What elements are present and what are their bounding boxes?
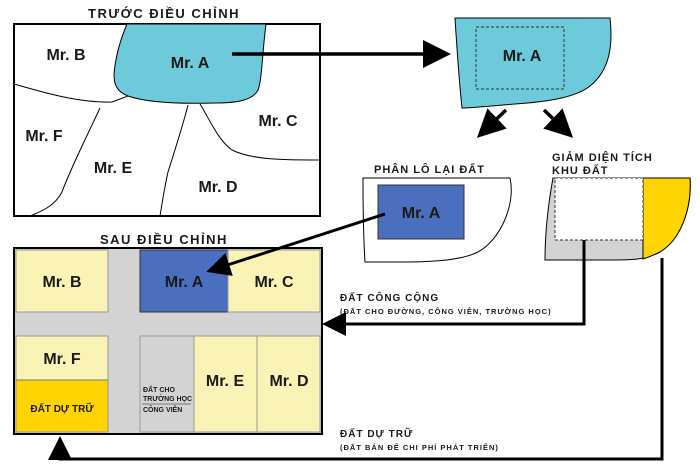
before-map: Mr. B Mr. A Mr. F Mr. E Mr. C Mr. D [13,23,321,217]
after-owner-e: Mr. E [206,373,245,390]
before-owner-c: Mr. C [258,113,298,130]
extracted-parcel: Mr. A [454,17,612,109]
replot-title: PHÂN LÔ LẠI ĐẤT [374,163,485,176]
after-plot-b [15,249,109,313]
before-owner-b: Mr. B [46,47,85,64]
after-plot-f [15,335,109,381]
replot-plot-a [377,184,465,240]
after-owner-d: Mr. D [269,373,308,390]
after-owner-f: Mr. F [43,351,81,368]
replot-owner-a: Mr. A [402,205,441,222]
after-plot-d [256,335,321,433]
reduce-parcel [544,177,691,261]
public-land-note: (ĐẤT CHO ĐƯỜNG, CÔNG VIÊN, TRƯỜNG HỌC) [340,306,552,316]
arrow-reserve-land [48,258,664,461]
after-owner-c: Mr. C [254,274,294,291]
after-school-park-line2: TRƯỜNG HỌC [143,394,192,403]
after-reserve-label: ĐẤT DỰ TRỮ [30,402,94,415]
after-plot-reserve [15,379,109,433]
after-school-park-line3: CÔNG VIÊN [143,405,182,414]
after-title: SAU ĐIỀU CHỈNH [100,232,228,247]
before-owner-d: Mr. D [198,179,237,196]
public-land-title: ĐẤT CÔNG CỘNG [340,291,439,304]
before-boundary-ed [159,104,189,217]
after-plot-school-park [139,335,195,433]
after-owner-a: Mr. A [165,274,204,291]
before-owner-f: Mr. F [25,128,63,145]
before-owner-a: Mr. A [171,55,210,72]
extracted-parcel-shape [454,17,612,109]
after-owner-b: Mr. B [42,274,81,291]
reduce-title-line2: KHU ĐẤT [552,164,609,177]
reduce-parcel-reserve [642,177,691,260]
before-title: TRƯỚC ĐIỀU CHỈNH [88,6,240,21]
arrow-to-after-a [206,212,386,276]
after-plot-e [193,335,258,433]
before-boundary-cd [199,103,321,161]
arrow-to-replot [476,108,508,138]
after-school-park-line1: ĐẤT CHO [143,384,175,394]
after-map: Mr. B Mr. A Mr. C Mr. F Mr. E Mr. D ĐẤT … [13,247,323,435]
before-boundary-bf [13,83,129,103]
arrow-public-land [322,240,586,336]
extracted-owner-a: Mr. A [503,48,542,65]
before-owner-e: Mr. E [94,160,133,177]
reserve-land-note: (ĐẤT BÁN ĐỂ CHI PHÍ PHÁT TRIỂN) [340,442,499,452]
reduce-parcel-remaining [554,177,644,241]
reduce-title-line1: GIẢM DIỆN TÍCH [552,151,653,164]
before-boundary-fe [29,107,101,217]
replot-parcel: Mr. A [362,177,512,263]
arrow-to-reduce [542,108,574,138]
before-parcel-a [113,23,267,104]
reserve-land-title: ĐẤT DỰ TRỮ [340,427,413,440]
